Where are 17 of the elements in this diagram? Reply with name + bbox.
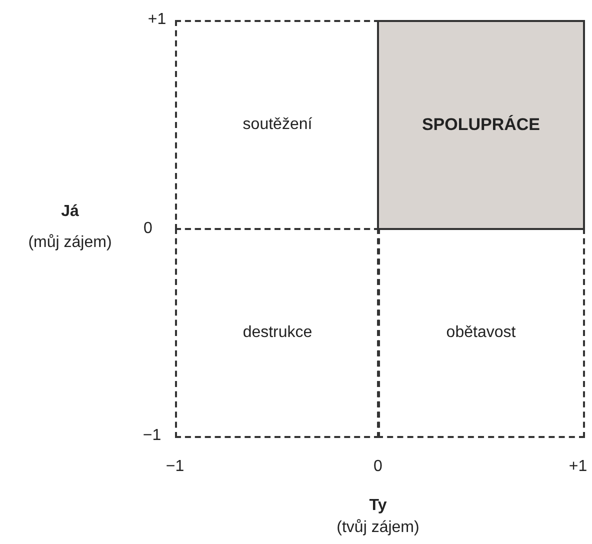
highlighted-quadrant (377, 20, 585, 230)
tick-label: +1 (148, 11, 166, 29)
tick-label: 0 (374, 458, 382, 476)
tick-label: −1 (166, 458, 184, 476)
tick-label: +1 (568, 458, 588, 476)
tick-label: 0 (144, 220, 152, 238)
quadrant-label: destrukce (242, 324, 312, 342)
quadrant-label: SPOLUPRÁCE (422, 115, 540, 135)
tick-label: −1 (142, 427, 162, 445)
quadrant (175, 228, 380, 438)
axis-title: Ty (369, 497, 387, 515)
axis-title: Já (61, 203, 79, 221)
axis-subtitle: (můj zájem) (28, 234, 112, 252)
quadrant-label: soutěžení (242, 116, 312, 134)
quadrant (377, 228, 585, 438)
axis-subtitle: (tvůj zájem) (336, 519, 420, 537)
quadrant-label: obětavost (446, 324, 516, 342)
